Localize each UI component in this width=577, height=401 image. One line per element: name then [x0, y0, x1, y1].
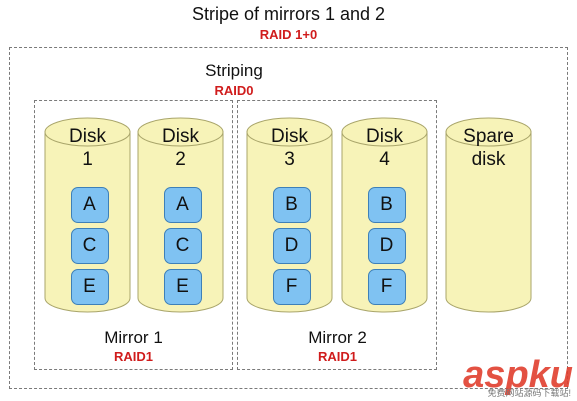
disk-name-label: Spare [463, 126, 514, 147]
data-block: A [163, 187, 202, 223]
mirror-1-label: Mirror 1 [104, 328, 163, 347]
data-block: E [70, 269, 109, 305]
diagram-subtitle: RAID 1+0 [259, 27, 318, 42]
data-block: B [272, 187, 311, 223]
data-block: C [163, 228, 202, 264]
striping-label: Striping [205, 61, 263, 80]
watermark-subtext: 免费网站源码下载站! [487, 388, 571, 398]
data-block: A [70, 187, 109, 223]
data-block: E [163, 269, 202, 305]
disk-name-label: Disk [162, 126, 199, 147]
raid10-container [9, 47, 568, 389]
disk-number-label: 1 [82, 149, 93, 170]
disk-cylinder-shape [445, 117, 532, 313]
diagram-title: Stripe of mirrors 1 and 2 [191, 4, 386, 24]
mirror-2-raid-label: RAID1 [317, 349, 357, 364]
disk-number-label: 3 [284, 149, 295, 170]
disk-name-label: Disk [69, 126, 106, 147]
data-block: B [367, 187, 406, 223]
disk-number-label: 2 [175, 149, 186, 170]
data-block: D [367, 228, 406, 264]
disk-number-label: 4 [379, 149, 390, 170]
disk-name-label: Disk [366, 126, 403, 147]
disk-name-label: Disk [271, 126, 308, 147]
mirror-1-raid-label: RAID1 [113, 349, 153, 364]
data-block: F [367, 269, 406, 305]
mirror-1-group [34, 100, 233, 370]
data-block: C [70, 228, 109, 264]
data-block: F [272, 269, 311, 305]
watermark-logo: aspku [463, 354, 573, 396]
mirror-2-group [237, 100, 437, 370]
raid0-label: RAID0 [214, 83, 254, 98]
data-block: D [272, 228, 311, 264]
disk-number-label: disk [471, 149, 506, 170]
mirror-2-label: Mirror 2 [308, 328, 367, 347]
